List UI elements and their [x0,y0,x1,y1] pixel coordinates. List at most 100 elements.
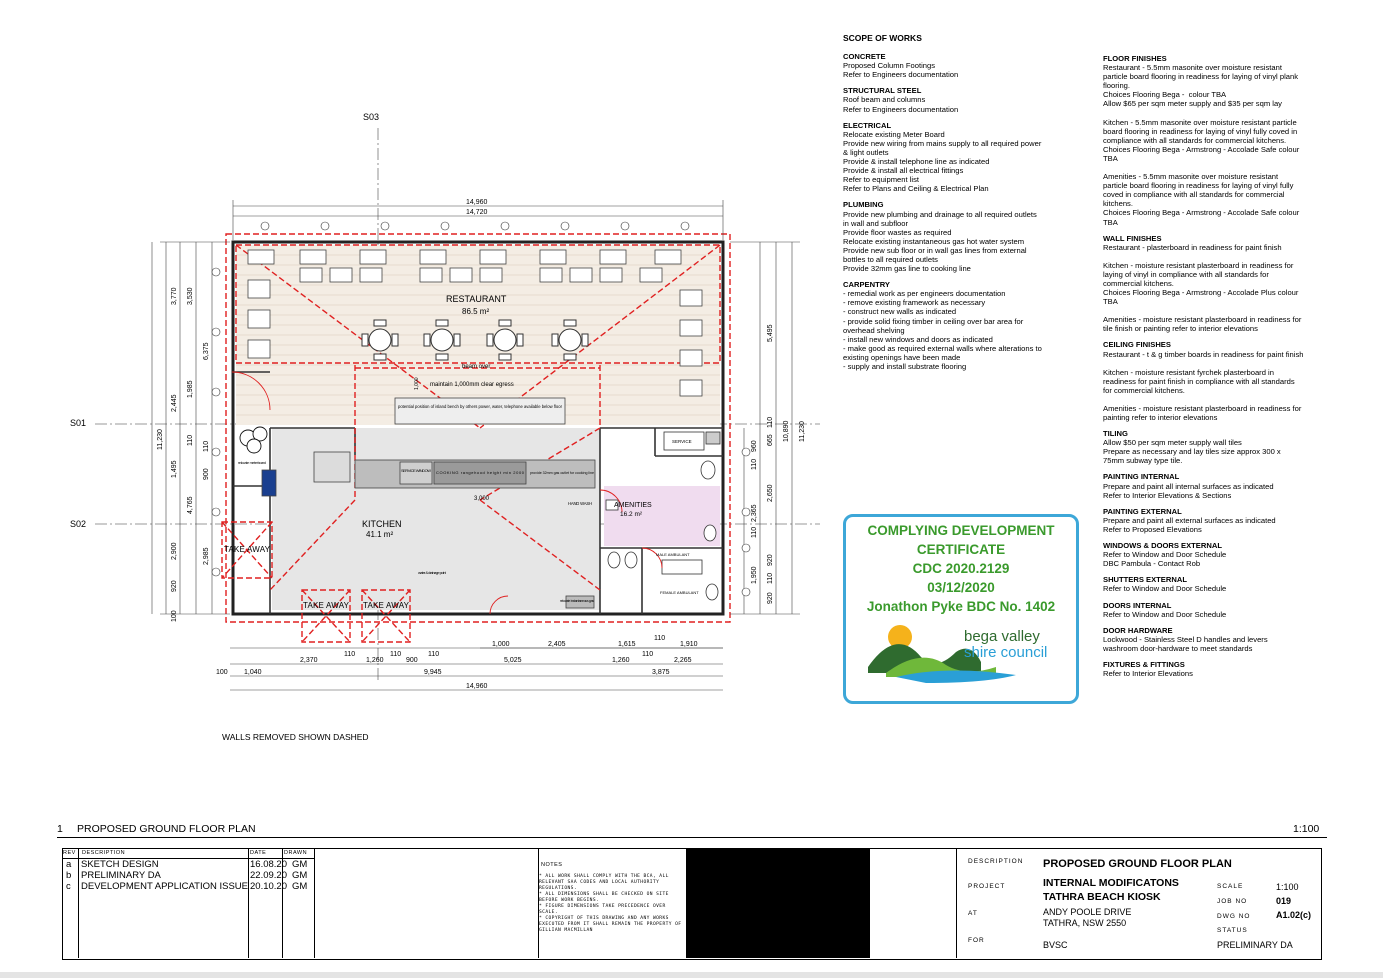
dim-right-total: 11,230 [799,421,806,442]
scope-line [1103,395,1333,404]
rev-header-rev: REV [63,850,76,856]
scope-line: Refer to Window and Door Schedule [1103,609,1227,619]
description-value: PROPOSED GROUND FLOOR PLAN [1043,858,1232,870]
scope-line: Kitchen - moisture resistant fyrchek pla… [1103,367,1274,377]
round-tables [361,319,589,361]
take-away-label-3: TAKE AWAY [363,601,410,610]
scope-heading: FIXTURES & FITTINGS [1103,659,1185,669]
project-line-1: INTERNAL MODIFICATONS [1043,877,1179,889]
amenities-fixtures [605,431,721,601]
at-line-2: TATHRA, NSW 2550 [1043,918,1127,928]
rev-header-desc: DESCRIPTION [82,850,126,856]
redacted-block [686,848,870,958]
dim-right-b2: 110 [767,417,774,428]
scope-heading: PAINTING INTERNAL [1103,472,1180,482]
notes-text: * ALL WORK SHALL COMPLY WITH THE BCA, AL… [539,874,684,934]
scope-line [1103,306,1333,315]
revision-drawn: GM [292,870,308,881]
scope-line: Kitchen - 5.5mm masonite over moisture r… [1103,117,1297,127]
scope-line: - install new windows and doors as indic… [843,334,993,344]
scope-line: Provide new wiring from mains supply to … [843,138,1042,148]
dim-3000: 3,000 [474,496,490,502]
drawing-title: PROPOSED GROUND FLOOR PLAN [77,823,256,835]
logo-text-1: bega valley [964,628,1040,645]
revision-desc: SKETCH DESIGN [81,859,159,870]
scope-line: - remedial work as per engineers documen… [843,289,1006,299]
dim-left-a1: 3,530 [187,287,194,305]
dim-top-outer: 14,960 [466,199,488,206]
revision-rev: c [66,881,71,892]
dwg-label: DWG NO [1217,913,1251,920]
section-label-s01: S01 [70,418,86,428]
project-label: PROJECT [968,883,1006,890]
section-label-s03: S03 [363,112,379,122]
scope-line: - construct new walls as indicated [843,307,957,317]
dim-right-b4: 2,650 [767,484,774,502]
dim-bottom-2-5: 110 [428,651,439,658]
scope-heading: CONCRETE [843,52,886,62]
job-label: JOB NO [1217,898,1248,905]
scope-line: - make good as required external walls w… [843,343,1042,353]
dim-left-total: 11,230 [157,429,164,450]
scope-heading: DOORS INTERNAL [1103,600,1172,610]
dim-left-c1: 900 [203,468,210,480]
dim-left-d0: 2,900 [171,542,178,560]
scope-line: Refer to Window and Door Schedule [1103,550,1227,560]
scope-line: existing openings have been made [843,352,961,362]
note-line-2: * FIGURE DIMENSIONS TAKE PRECEDENCE OVER… [539,904,666,915]
scope-line: washroom door-hardware to meet standards [1103,643,1253,653]
scope-line: particle board flooring in readiness for… [1103,72,1299,82]
scope-line: compliance with all standards for commer… [1103,135,1287,145]
room-label-amenities: AMENITIES [614,502,652,509]
dim-right-b3: 110 [751,459,758,470]
description-label: DESCRIPTION [968,858,1024,865]
dim-bottom-3-2: 9,945 [424,669,442,676]
scope-heading: FLOOR FINISHES [1103,54,1167,63]
dim-left-b0: 2,445 [171,394,178,412]
scope-line: Refer to equipment list [843,175,919,185]
scope-line: 75mm subway type tile. [1103,456,1183,466]
dim-right-b1: 665 [767,434,774,446]
dim-bottom-2-9: 2,265 [674,657,692,664]
cdc-line-5: Jonathon Pyke BDC No. 1402 [866,599,1056,614]
notes-label: NOTES [541,862,563,868]
revision-desc: PRELIMINARY DA [81,870,161,881]
scope-line: - provide solid fixing timber in ceiling… [843,316,1024,326]
dim-bottom-2-2: 1,260 [366,657,384,664]
cdc-line-3: CDC 2020.2129 [912,561,1010,576]
dim-right-b9: 110 [767,573,774,584]
scope-line: TBA [1103,217,1118,227]
scope-line: & light outlets [843,147,889,157]
plant-icon [239,426,268,454]
scope-line: particle board flooring in readiness for… [1103,181,1294,191]
scope-line [1103,109,1333,118]
scope-line: TBA [1103,153,1118,163]
note-cooking: COOKING rangehood height min 2000 [436,470,525,475]
scope-line: Refer to Engineers documentation [843,104,959,114]
dim-bottom-3-0: 100 [216,669,228,676]
scope-line: commercial kitchens. [1103,278,1174,288]
scope-line: Refer to Interior Elevations [1103,669,1193,679]
scope-line: bottles to all required outlets [843,254,938,264]
dim-1000-egress: 1,000 [414,377,420,390]
dim-bottom-2-8: 110 [642,651,653,658]
scope-line: Amenities - 5.5mm masonite over moisture… [1103,172,1279,182]
note-relocate-meterboard: relocate meterboard [238,461,266,465]
scope-line [1103,252,1333,261]
scope-line: laying of vinyl in compliance with all s… [1103,269,1269,279]
dim-right-b6: 110 [751,527,758,538]
scope-title: SCOPE OF WORKS [843,33,922,43]
scope-line: Kitchen - moisture resistant plasterboar… [1103,260,1294,270]
room-area-kitchen: 41.1 m² [366,530,393,539]
floor-plan: S03 S01 S02 [70,112,820,742]
job-value: 019 [1276,896,1292,906]
